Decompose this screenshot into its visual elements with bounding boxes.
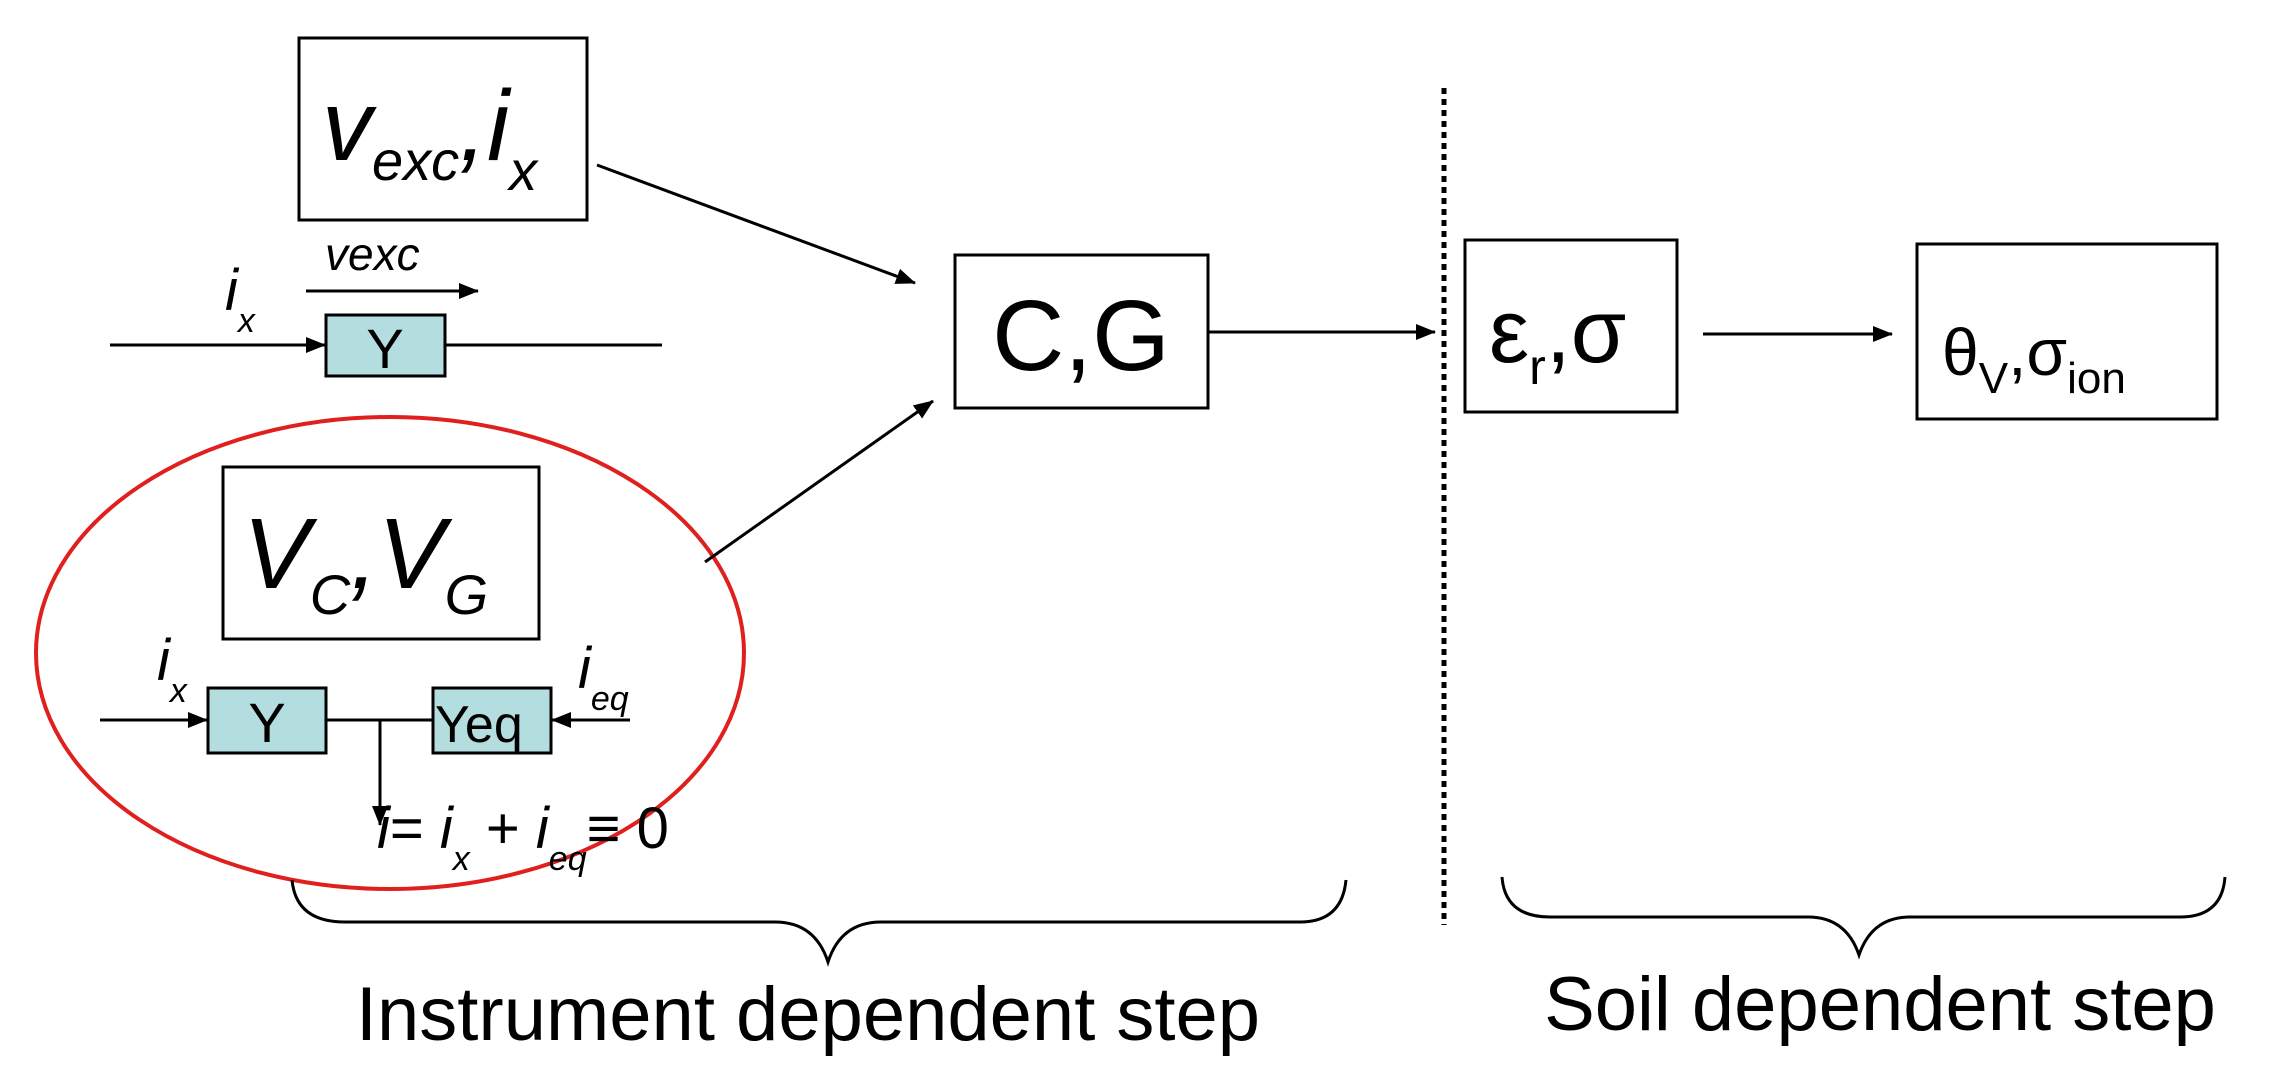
top-ix-sub: x [236,302,256,340]
svg-text:εr,σ: εr,σ [1489,282,1626,395]
bottom-component-yeq [431,686,553,755]
bottom-component-y-label: Y [248,691,285,754]
svg-text:VC,VG: VC,VG [243,498,488,626]
eq-end: ≡ 0 [587,796,669,861]
eps-sub: r [1529,339,1546,395]
vc-main: V [243,498,318,610]
eps-sigma-box: εr,σ [1463,238,1679,414]
ieq-main: i [578,636,593,701]
vg-main: V [378,498,453,610]
vexc-arrow-label: vexc [325,228,420,280]
eq-i: i [377,796,392,861]
bottom-circuit: ix Y Yeq ieq i= ix + ieq≡ 0 [100,628,669,878]
cg-label: C,G [992,280,1170,392]
eq-ieq: i [536,796,551,861]
bottom-component-yeq-label: Yeq [435,696,523,754]
theta-sigma-box: θV,σion [1915,242,2219,421]
theta-sub: V [1979,354,2009,403]
eps-main: ε [1489,282,1529,382]
top-component-label: Y [366,317,403,380]
arrow-vcvg-to-cg [704,399,934,564]
vexc-sub: exc [372,129,459,192]
soil-step-label: Soil dependent step [1544,962,2216,1047]
vexc-main: v [322,70,377,182]
vc-sub: C [310,563,351,626]
ix-main: i [487,70,512,182]
cg-box: C,G [953,253,1210,410]
bottom-ix-sub: x [168,672,188,710]
vc-vg-box: VC,VG [221,465,541,641]
eq-ieq-sub: eq [549,840,587,878]
svg-text:ix: ix [157,628,188,710]
instrument-step-label: Instrument dependent step [356,972,1260,1057]
vexc-comma: , [459,70,487,182]
vc-comma: , [350,498,378,610]
eq-ix-sub: x [451,840,471,878]
top-component-y [324,313,447,378]
instrument-brace [290,879,1348,967]
eq-ix: i [440,796,455,861]
ieq-sub: eq [591,680,629,718]
svg-text:ieq: ieq [578,636,629,718]
svg-text:θV,σion: θV,σion [1942,315,2126,403]
arrow-vexc-to-cg [596,163,916,285]
bottom-ix-main: i [157,628,172,693]
vexc-ix-box: vexc,ix [297,36,589,222]
sigma-main: ,σ [2008,315,2067,389]
soil-brace [1500,876,2227,960]
theta-main: θ [1942,315,1979,389]
top-ix-main: i [225,258,240,323]
svg-text:ix: ix [225,258,256,340]
vg-sub: G [445,563,489,626]
ix-sub: x [506,139,539,202]
bottom-component-y [206,686,328,755]
sigma-sub: ion [2067,354,2126,403]
eq-plus: + [470,796,536,861]
highlight-ellipse [34,415,746,891]
top-circuit: vexc ix Y [110,228,662,380]
svg-text:i= ix + ieq≡ 0: i= ix + ieq≡ 0 [377,796,669,878]
eq-part1: = [390,796,440,861]
svg-text:vexc,ix: vexc,ix [322,70,539,202]
eps-rest: ,σ [1546,282,1627,382]
